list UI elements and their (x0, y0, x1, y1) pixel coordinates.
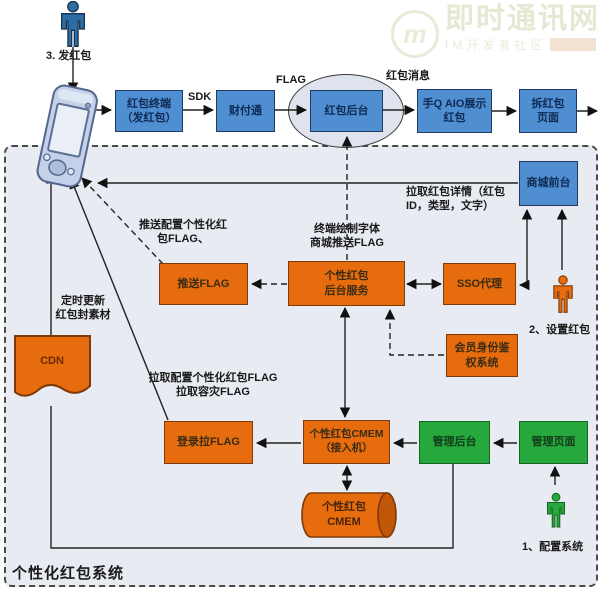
node-mall-front: 商城前台 (519, 161, 578, 206)
edge-loginflag-to-phone (69, 178, 169, 421)
node-sso-proxy: SSO代理 (443, 263, 516, 305)
system-boundary-label: 个性化红包系统 (12, 565, 125, 582)
cmem-db-shape (301, 492, 397, 538)
label-pull-config: 拉取配置个性化红包FLAG 拉取容灾FLAG (148, 372, 278, 399)
phone-icon (36, 84, 98, 188)
label-flag: FLAG (276, 74, 306, 86)
node-admin-page: 管理页面 (519, 421, 588, 464)
cdn-shape (14, 335, 91, 397)
edge-sso-mallfront (518, 208, 533, 291)
watermark-subtitle: IM开发者社区 (444, 37, 547, 52)
watermark-badge (550, 37, 597, 51)
person-setter-icon (553, 275, 573, 313)
label-sender: 3. 发红包 (46, 50, 92, 62)
cdn-label: CDN (40, 355, 64, 367)
watermark-title: 即时通讯网 (444, 3, 600, 35)
label-pull-detail: 拉取红包详情（红包 ID，类型，文字） (406, 186, 505, 213)
label-push-config: 推送配置个性化红 包FLAG、 (139, 219, 227, 246)
node-push-flag: 推送FLAG (159, 263, 248, 305)
node-member-auth: 会员身份鉴 权系统 (446, 334, 518, 377)
node-personal-backend: 个性红包 后台服务 (288, 261, 405, 306)
node-shouq-aio: 手Q AIO展示 红包 (417, 89, 492, 133)
person-configurer-icon (547, 492, 565, 528)
edge-adminbackend-to-cdn (50, 406, 454, 549)
label-configurer: 1、配置系统 (522, 541, 584, 553)
node-open-hongbao-page: 拆红包 页面 (519, 89, 577, 133)
node-cmem-access: 个性红包CMEM （接入机） (303, 420, 390, 464)
label-timed-update: 定时更新 红包封素材 (55, 295, 111, 322)
label-setter: 2、设置红包 (529, 324, 591, 336)
edge-memberauth-to-personalbackend (384, 308, 444, 356)
label-sdk: SDK (188, 91, 212, 103)
node-login-pull-flag: 登录拉FLAG (164, 421, 253, 464)
node-hongbao-terminal: 红包终端 （发红包） (115, 90, 183, 132)
cmem-db-label: 个性红包 CMEM (322, 501, 366, 528)
node-hongbao-backend: 红包后台 (310, 90, 383, 132)
node-admin-backend: 管理后台 (419, 421, 490, 464)
node-tenpay: 财付通 (216, 90, 275, 132)
label-terminal-draw: 终端绘制字体 商城推送FLAG (310, 223, 384, 250)
watermark: m 即时通讯网 IM开发者社区 (390, 3, 600, 58)
person-sender-icon (61, 1, 85, 47)
watermark-logo-icon: m (390, 10, 439, 58)
label-hongbao-message: 红包消息 (386, 70, 430, 82)
